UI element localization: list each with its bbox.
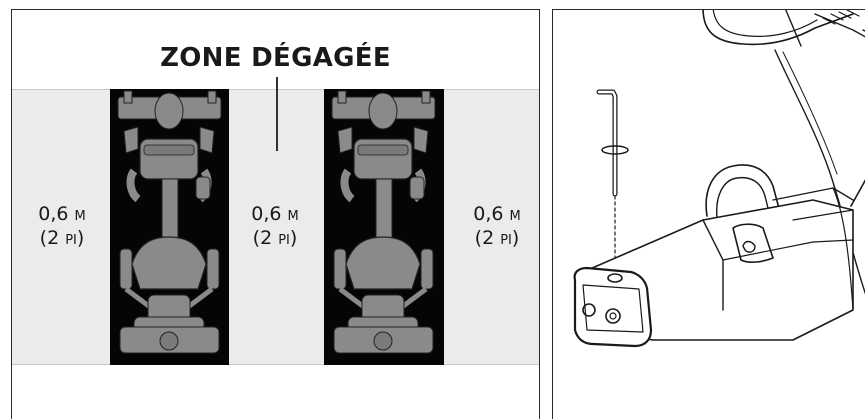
clearance-unit: m [287,203,299,225]
diagram-title: ZONE DÉGAGÉE [160,43,391,73]
clearance-unit: m [509,203,521,225]
clearance-label-left: 0,6 m (2 pi) [22,202,102,250]
clear-zone-band [12,89,539,365]
clearance-unit: m [74,203,86,225]
clearance-alt-value: (2 [252,227,273,249]
hex-key-illustration-panel [552,9,865,419]
clearance-alt-unit: pi [500,227,512,249]
clearance-value: 0,6 [38,203,69,225]
title-leader-line [276,77,278,151]
machine-topview-1 [118,91,221,353]
clearance-paren: ) [289,227,298,249]
clearance-alt-unit: pi [278,227,290,249]
clearance-label-middle: 0,6 m (2 pi) [232,202,318,250]
machine-topview-2 [332,91,435,353]
clearance-alt-value: (2 [474,227,495,249]
clearance-label-right: 0,6 m (2 pi) [457,202,537,250]
clearance-paren: ) [511,227,520,249]
clearance-diagram-panel: ZONE DÉGAGÉE 0,6 m (2 pi) 0,6 m (2 pi) 0… [11,9,540,419]
hex-key-illustration [573,10,865,348]
clearance-alt-unit: pi [65,227,77,249]
clearance-paren: ) [76,227,85,249]
hex-key-icon [596,89,618,197]
clearance-value: 0,6 [473,203,504,225]
clearance-alt-value: (2 [39,227,60,249]
clearance-value: 0,6 [251,203,282,225]
